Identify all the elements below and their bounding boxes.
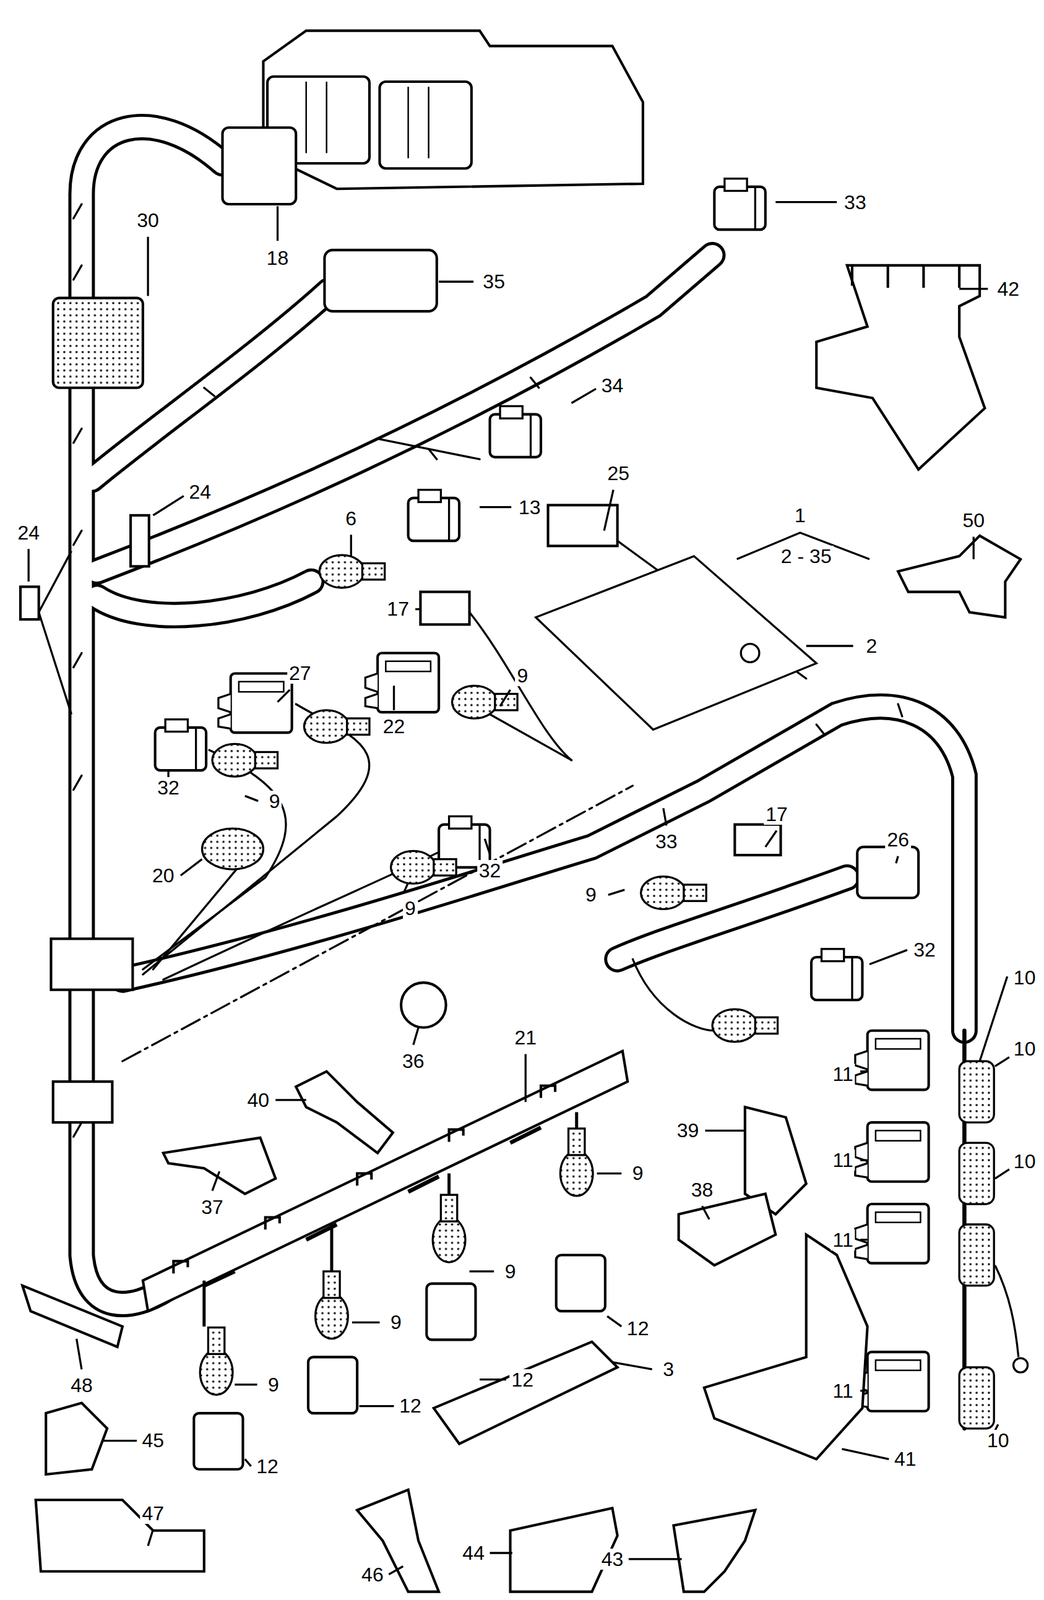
callout-number: 9 xyxy=(514,665,530,687)
callout-number: 12 xyxy=(397,1395,424,1417)
callout-number: 9 xyxy=(267,790,283,812)
callout-number: 21 xyxy=(512,1027,539,1049)
callout-number: 44 xyxy=(460,1542,487,1564)
callout-number: 9 xyxy=(402,897,418,919)
callout-number: 20 xyxy=(150,865,177,887)
callout-number: 22 xyxy=(381,716,408,738)
callout-number: 9 xyxy=(583,884,599,906)
callout-number: 38 xyxy=(689,1179,716,1201)
callout-number: 26 xyxy=(884,829,911,851)
callout-number: 11 xyxy=(831,1380,856,1402)
callout-number: 11 xyxy=(831,1149,856,1171)
callout-number: 37 xyxy=(199,1196,226,1218)
callout-number: 32 xyxy=(911,939,938,961)
callout-number: 9 xyxy=(266,1374,281,1396)
callout-number: 11 xyxy=(831,1063,856,1085)
callout-number: 50 xyxy=(960,509,987,531)
callout-number: 41 xyxy=(892,1448,919,1470)
callout-number: 3 xyxy=(660,1358,676,1381)
callout-number: 2 - 35 xyxy=(779,545,834,567)
callout-number: 47 xyxy=(140,1503,167,1525)
callout-number: 34 xyxy=(599,375,626,397)
callout-number: 9 xyxy=(503,1261,518,1283)
callout-number: 17 xyxy=(763,803,790,825)
callout-number: 32 xyxy=(155,777,182,799)
callout-number: 9 xyxy=(388,1311,404,1334)
callout-number: 33 xyxy=(842,191,869,213)
callout-number: 9 xyxy=(630,1162,646,1184)
callout-number: 10 xyxy=(1011,967,1038,989)
callout-number: 12 xyxy=(509,1369,536,1391)
callout-number: 46 xyxy=(359,1564,386,1586)
callout-number: 11 xyxy=(831,1229,856,1251)
callout-number: 12 xyxy=(254,1456,281,1478)
callout-number: 12 xyxy=(625,1318,652,1340)
wiring-tubes xyxy=(73,126,965,1429)
brackets xyxy=(22,265,1021,1593)
callout-number: 17 xyxy=(384,598,411,620)
callout-number: 30 xyxy=(134,209,161,231)
leader-lines xyxy=(28,202,1010,1575)
callout-number: 1 xyxy=(792,504,808,527)
callout-number: 10 xyxy=(1011,1151,1038,1173)
callout-number: 24 xyxy=(186,481,213,503)
callout-number: 6 xyxy=(343,508,359,530)
callout-number: 33 xyxy=(653,831,680,853)
callout-number: 10 xyxy=(985,1430,1012,1452)
grommets-and-clips xyxy=(20,298,817,1123)
callout-number: 40 xyxy=(245,1089,272,1111)
callout-number: 45 xyxy=(140,1430,167,1452)
callout-number: 18 xyxy=(264,247,291,269)
callout-number: 25 xyxy=(605,462,632,484)
callout-number: 27 xyxy=(287,662,314,684)
callout-number: 32 xyxy=(477,860,504,882)
rail xyxy=(142,1051,628,1312)
callout-number: 2 xyxy=(863,635,879,657)
callout-number: 35 xyxy=(480,271,507,293)
callout-number: 24 xyxy=(15,522,42,544)
callout-number: 43 xyxy=(599,1548,626,1571)
callout-number: 10 xyxy=(1011,1038,1038,1060)
callout-number: 39 xyxy=(675,1120,702,1142)
connectors xyxy=(155,127,1028,1470)
callout-number: 13 xyxy=(516,496,543,518)
control-unit xyxy=(263,30,643,190)
callout-number: 48 xyxy=(68,1375,95,1397)
callout-number: 42 xyxy=(995,278,1022,300)
callout-number: 36 xyxy=(400,1050,427,1072)
